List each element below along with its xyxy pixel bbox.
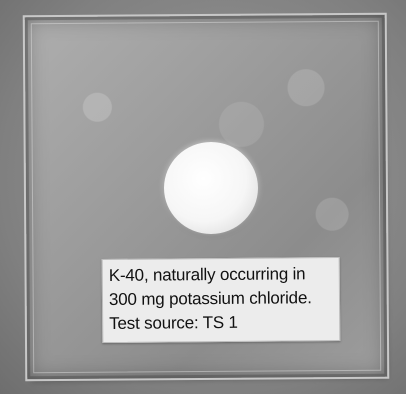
label-line-3: Test source: TS 1 [109,312,238,333]
potassium-chloride-pellet [164,142,258,234]
label-line-2: 300 mg potassium chloride. [108,288,312,309]
source-label: K-40, naturally occurring in 300 mg pota… [101,256,341,344]
label-line-1: K-40, naturally occurring in [108,264,306,285]
